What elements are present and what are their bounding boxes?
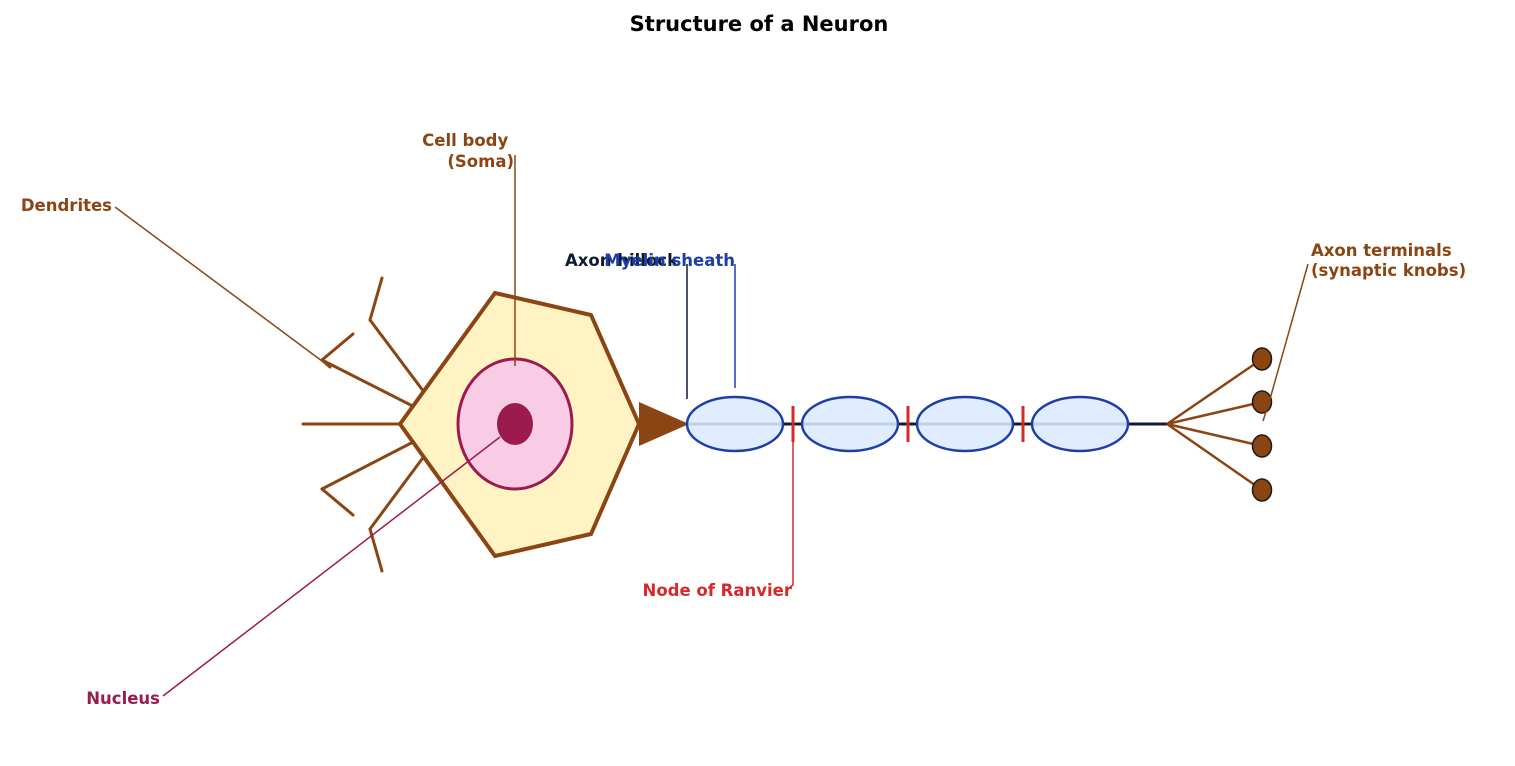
terminal-branch — [1166, 422, 1263, 492]
dendrite-branch — [320, 332, 355, 362]
axon-terminals-label: Axon terminals (synaptic knobs) — [1311, 241, 1466, 280]
nucleolus — [497, 403, 533, 445]
myelin-sheath-label: Myelin sheath — [604, 251, 735, 270]
myelin-segment — [685, 395, 785, 453]
synaptic-knob — [1251, 434, 1273, 458]
dendrites-label: Dendrites — [21, 196, 112, 215]
axon-hillock-label: Axon hillock — [565, 251, 679, 270]
node-of-ranvier-label: Node of Ranvier — [643, 581, 793, 600]
terminal-branch — [1166, 357, 1263, 426]
cell-body-label: Cell body (Soma) — [422, 131, 514, 171]
dendrite-branch — [320, 487, 355, 517]
axon-terminals-label-line2: (synaptic knobs) — [1311, 261, 1466, 280]
axon-terminals-label-line1: Axon terminals — [1311, 241, 1452, 260]
myelin-sheath — [685, 395, 1130, 453]
myelin-segment — [1030, 395, 1130, 453]
myelin-segment — [915, 395, 1015, 453]
myelin-segment — [800, 395, 900, 453]
synaptic-knobs — [1251, 347, 1273, 502]
node-of-ranvier-leader — [789, 442, 794, 588]
dendrite-branch — [368, 276, 384, 322]
nucleus-label: Nucleus — [86, 689, 160, 708]
leader-lines — [114, 155, 1309, 697]
nucleus-leader — [162, 436, 501, 697]
nodes-of-ranvier — [791, 406, 1025, 442]
dendrites-leader — [114, 206, 331, 368]
terminal-branch — [1166, 422, 1263, 448]
axon-terminals-leader — [1262, 263, 1309, 422]
cell-body-label-line1: Cell body — [422, 131, 508, 150]
synaptic-knob — [1251, 347, 1273, 371]
cell-body-label-line2: (Soma) — [447, 152, 514, 171]
synaptic-knob — [1251, 478, 1273, 502]
diagram-title: Structure of a Neuron — [630, 12, 889, 36]
axon-hillock — [639, 402, 689, 446]
terminal-branch — [1166, 400, 1263, 426]
axon-terminals — [1166, 357, 1263, 492]
